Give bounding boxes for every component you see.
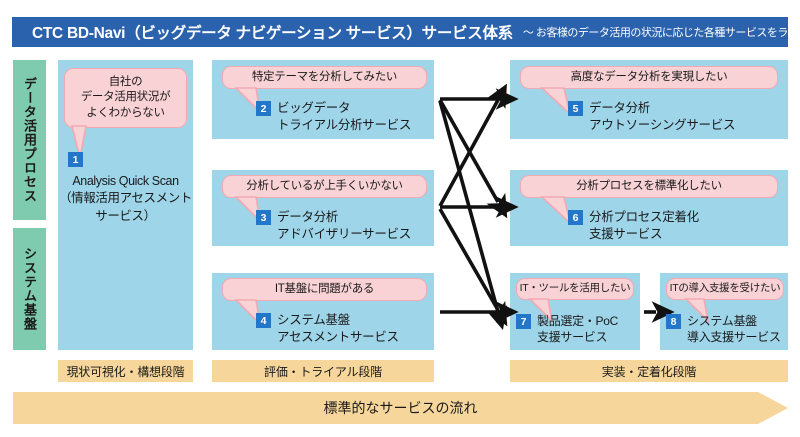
service-4: 4 システム基盤 アセスメントサービス <box>256 312 431 346</box>
service-number-badge: 1 <box>68 152 83 167</box>
service-name: システム基盤 導入支援サービス <box>687 314 781 345</box>
service-name: Analysis Quick Scan （情報活用アセスメント サービス） <box>59 174 192 223</box>
service-name: データ分析 アウトソーシングサービス <box>589 101 736 132</box>
bubble-text: ITの導入支援を受けたい <box>669 282 781 295</box>
service-name: 製品選定・PoC 支援サービス <box>537 314 618 345</box>
phase-label-2: 評価・トライアル段階 <box>212 360 434 382</box>
bubble-text: IT・ツールを活用したい <box>519 282 631 295</box>
bubble-text: 分析プロセスを標準化したい <box>576 179 722 192</box>
side-tab-label: システム基盤 <box>22 247 37 331</box>
service-7: 7 製品選定・PoC 支援サービス <box>516 313 638 346</box>
service-number-badge: 2 <box>256 101 271 116</box>
bubble-8: ITの導入支援を受けたい <box>666 278 784 300</box>
bubble-7: IT・ツールを活用したい <box>516 278 634 300</box>
bubble-1: 自社の データ活用状況が よくわからない <box>64 68 187 128</box>
side-tab-data-process: データ活用プロセス <box>13 60 46 220</box>
service-name: システム基盤 アセスメントサービス <box>277 313 399 344</box>
bubble-5: 高度なデータ分析を実現したい <box>520 66 778 89</box>
service-number-badge: 3 <box>256 210 271 225</box>
bubble-6: 分析プロセスを標準化したい <box>520 175 778 198</box>
service-number-badge: 5 <box>568 101 583 116</box>
page-header: CTC BD-Navi（ビッグデータ ナビゲーション サービス）サービス体系 ～… <box>12 17 800 47</box>
side-tab-system-infra: システム基盤 <box>13 228 46 350</box>
bubble-text: 高度なデータ分析を実現したい <box>570 70 728 83</box>
phase-text: 現状可視化・構想段階 <box>66 364 185 379</box>
service-number-badge: 8 <box>666 314 681 329</box>
page-title: CTC BD-Navi（ビッグデータ ナビゲーション サービス）サービス体系 <box>32 25 513 42</box>
bubble-text: 分析しているが上手くいかない <box>246 179 403 192</box>
service-number-badge: 4 <box>256 313 271 328</box>
service-name: ビッグデータ トライアル分析サービス <box>277 101 412 132</box>
service-8: 8 システム基盤 導入支援サービス <box>666 313 788 346</box>
phase-label-1: 現状可視化・構想段階 <box>58 360 193 382</box>
flow-banner: 標準的なサービスの流れ <box>13 392 788 424</box>
side-tab-label: データ活用プロセス <box>22 77 37 203</box>
flow-arrow-shape <box>13 392 788 424</box>
service-2: 2 ビッグデータ トライアル分析サービス <box>256 100 431 134</box>
service-number-badge: 7 <box>516 314 531 329</box>
page-subtitle: ～ お客様のデータ活用の状況に応じた各種サービスをラインアップ ～ <box>522 27 800 39</box>
service-3: 3 データ分析 アドバイザリーサービス <box>256 209 431 243</box>
bubble-2: 特定テーマを分析してみたい <box>222 66 427 89</box>
phase-text: 評価・トライアル段階 <box>264 364 382 379</box>
service-name: 分析プロセス定着化 支援サービス <box>589 210 699 241</box>
phase-text: 実装・定着化段階 <box>601 364 697 379</box>
bubble-text: 特定テーマを分析してみたい <box>251 70 398 83</box>
bubble-4: IT基盤に問題がある <box>222 278 427 301</box>
bubble-text: 自社の データ活用状況が よくわからない <box>80 76 171 119</box>
service-5: 5 データ分析 アウトソーシングサービス <box>568 100 783 134</box>
service-1: 1 Analysis Quick Scan （情報活用アセスメント サービス） <box>58 152 193 225</box>
flow-label: 標準的なサービスの流れ <box>323 400 478 416</box>
bubble-text: IT基盤に問題がある <box>274 282 375 295</box>
service-6: 6 分析プロセス定着化 支援サービス <box>568 209 783 243</box>
service-name: データ分析 アドバイザリーサービス <box>277 210 411 241</box>
bubble-3: 分析しているが上手くいかない <box>222 175 427 198</box>
service-number-badge: 6 <box>568 210 583 225</box>
phase-label-3: 実装・定着化段階 <box>510 360 788 382</box>
